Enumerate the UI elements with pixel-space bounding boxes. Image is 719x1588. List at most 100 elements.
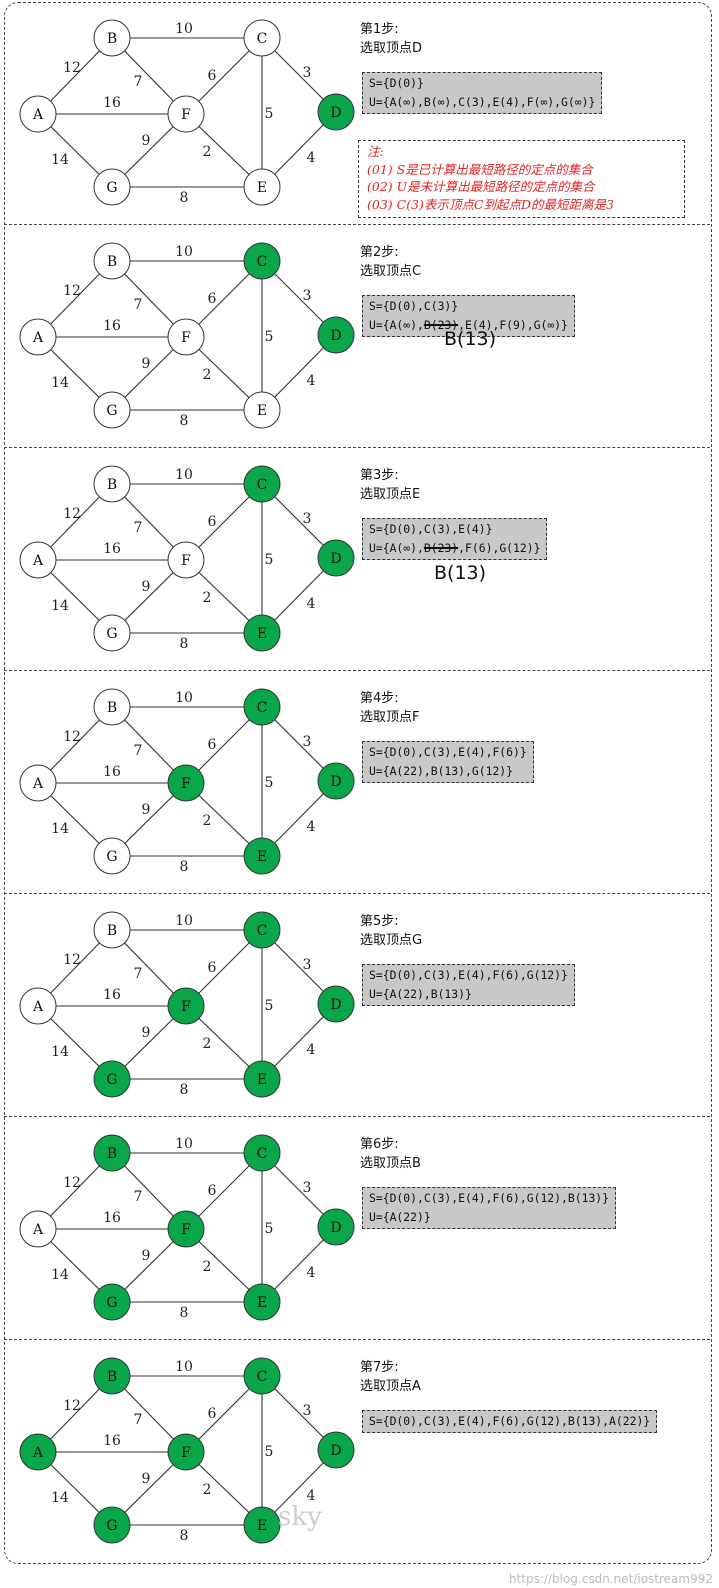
edge-weight-C-F: 6 [208, 1183, 217, 1199]
edge-weight-C-F: 6 [208, 737, 217, 753]
node-label-D: D [330, 1220, 341, 1236]
node-G [93, 837, 131, 875]
diagram-frame [4, 2, 712, 1564]
edge-weight-A-G: 14 [51, 821, 69, 837]
edge-weight-D-E: 4 [307, 1042, 316, 1058]
node-label-B: B [107, 1369, 117, 1385]
node-F [167, 541, 205, 579]
edge-weight-D-E: 4 [307, 373, 316, 389]
node-label-G: G [106, 626, 117, 642]
set-s: S={D(0),C(3),E(4),F(6),G(12),B(13),A(22)… [369, 1414, 651, 1428]
step-title: 第6步:选取顶点B [360, 1135, 421, 1173]
edge-weight-F-G: 9 [142, 1025, 151, 1041]
edge-weight-C-D: 3 [303, 1403, 312, 1419]
sets-box: S={D(0),C(3),E(4),F(6),G(12),B(13)}U={A(… [362, 1187, 617, 1229]
set-s: S={D(0),C(3),E(4),F(6)} [369, 745, 527, 759]
edge-weight-C-F: 6 [208, 291, 217, 307]
node-label-D: D [330, 105, 341, 121]
step-action: 选取顶点D [360, 41, 423, 56]
node-label-F: F [181, 999, 191, 1015]
edge-weight-A-B: 12 [63, 1398, 81, 1414]
edge-weight-C-E: 5 [265, 775, 274, 791]
edge-weight-D-E: 4 [307, 150, 316, 166]
node-label-B: B [107, 1146, 117, 1162]
set-u-part: U={A(22)} [369, 1210, 431, 1224]
node-E [243, 1060, 281, 1098]
step-divider [4, 1116, 710, 1117]
node-label-A: A [32, 1222, 44, 1238]
edge-weight-D-E: 4 [307, 1488, 316, 1504]
node-G [93, 391, 131, 429]
edge-weight-A-B: 12 [63, 506, 81, 522]
node-label-G: G [106, 849, 117, 865]
node-G [93, 1283, 131, 1321]
edge-weight-D-E: 4 [307, 819, 316, 835]
node-label-C: C [257, 1369, 268, 1385]
edge-weight-C-F: 6 [208, 68, 217, 84]
step-title: 第3步:选取顶点E [360, 466, 420, 504]
node-A [19, 541, 57, 579]
edge-weight-A-B: 12 [63, 952, 81, 968]
node-G [93, 614, 131, 652]
edge-weight-F-G: 9 [142, 356, 151, 372]
edge-weight-C-F: 6 [208, 1406, 217, 1422]
edge-weight-A-B: 12 [63, 60, 81, 76]
set-u-struck-part: B(23) [423, 541, 459, 555]
node-A [19, 1433, 57, 1471]
node-label-D: D [330, 551, 341, 567]
set-u-part: U={A(∞), [369, 541, 424, 555]
sets-box: S={D(0),C(3),E(4),F(6)}U={A(22),B(13),G(… [362, 741, 534, 783]
edge-weight-B-C: 10 [175, 1136, 193, 1152]
edge-weight-F-G: 9 [142, 802, 151, 818]
edge-weight-D-E: 4 [307, 1265, 316, 1281]
set-s: S={D(0),C(3),E(4)} [369, 522, 493, 536]
node-D [317, 1431, 355, 1469]
edge-weight-B-F: 7 [134, 743, 143, 759]
sets-box: S={D(0),C(3)}U={A(∞),B(23),E(4),F(9),G(∞… [362, 295, 575, 337]
step-number: 第7步: [360, 1360, 399, 1375]
edge-weight-G-E: 8 [180, 1305, 189, 1321]
note-line-2: (02) U是未计算出最短路径的定点的集合 [367, 179, 595, 194]
node-G [93, 168, 131, 206]
set-u-part: ,F(6),G(12)} [458, 541, 541, 555]
edge-weight-F-E: 2 [203, 590, 212, 606]
node-A [19, 987, 57, 1025]
node-F [167, 95, 205, 133]
signature-watermark: sky [278, 1502, 322, 1532]
node-label-A: A [32, 553, 44, 569]
node-F [167, 1433, 205, 1471]
node-D [317, 985, 355, 1023]
node-label-E: E [257, 180, 267, 196]
edge-weight-F-G: 9 [142, 579, 151, 595]
step-action: 选取顶点G [360, 933, 423, 948]
edge-weight-A-F: 16 [103, 987, 121, 1003]
node-label-E: E [257, 1295, 267, 1311]
node-label-F: F [181, 1445, 191, 1461]
node-E [243, 614, 281, 652]
edge-weight-C-D: 3 [303, 1180, 312, 1196]
edge-weight-F-E: 2 [203, 813, 212, 829]
step-title: 第7步:选取顶点A [360, 1358, 421, 1396]
node-D [317, 762, 355, 800]
node-label-C: C [257, 477, 268, 493]
sets-box: S={D(0),C(3),E(4),F(6),G(12),B(13),A(22)… [362, 1410, 658, 1433]
edge-weight-B-F: 7 [134, 520, 143, 536]
edge-weight-G-E: 8 [180, 413, 189, 429]
step-divider [4, 893, 710, 894]
node-label-C: C [257, 31, 268, 47]
node-D [317, 93, 355, 131]
edge-weight-C-E: 5 [265, 552, 274, 568]
node-label-C: C [257, 254, 268, 270]
step-action: 选取顶点C [360, 264, 422, 279]
set-u-part: U={A(∞), [369, 318, 424, 332]
step-action: 选取顶点B [360, 1156, 421, 1171]
edge-weight-A-F: 16 [103, 1210, 121, 1226]
node-label-F: F [181, 776, 191, 792]
node-label-B: B [107, 254, 117, 270]
node-E [243, 168, 281, 206]
